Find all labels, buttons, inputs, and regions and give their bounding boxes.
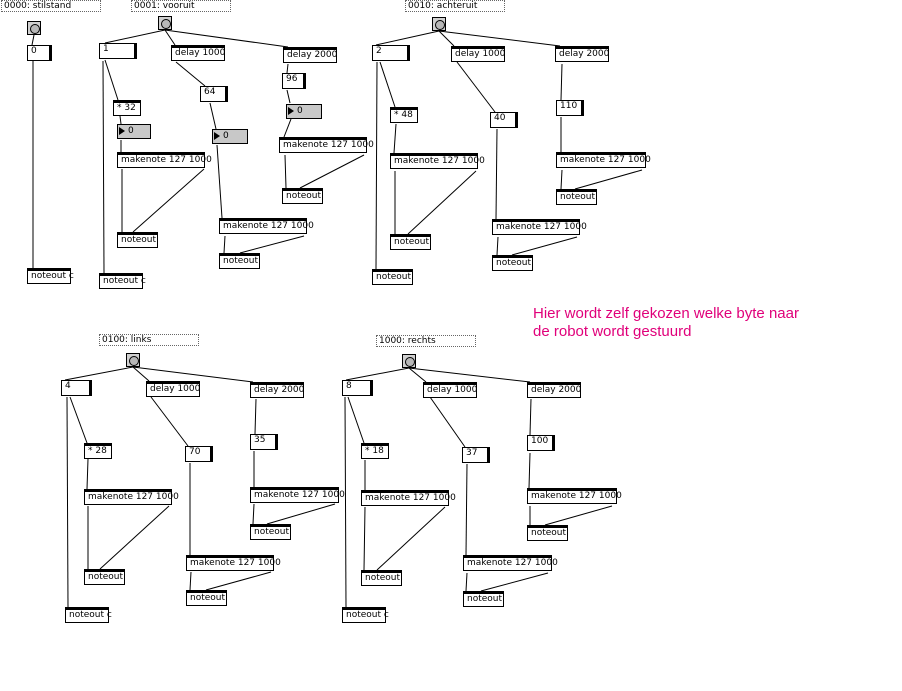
- message-box[interactable]: 37: [462, 447, 490, 463]
- number-box[interactable]: 0: [286, 104, 322, 119]
- bang-circle-icon: [435, 20, 445, 30]
- message-box[interactable]: 40: [490, 112, 518, 128]
- bang-button-achteruit[interactable]: [432, 17, 446, 31]
- message-box[interactable]: 2: [372, 45, 410, 61]
- delay-object[interactable]: delay 1000: [171, 45, 225, 61]
- bang-button-rechts[interactable]: [402, 354, 416, 368]
- message-box[interactable]: 8: [342, 380, 373, 396]
- noteout-object[interactable]: noteout: [492, 255, 533, 271]
- makenote-object[interactable]: makenote 127 1000: [390, 153, 485, 169]
- noteout-object[interactable]: noteout: [372, 269, 413, 285]
- noteout-object[interactable]: noteout c: [99, 273, 146, 289]
- makenote-object[interactable]: makenote 127 1000: [117, 152, 212, 168]
- note-line-1: Hier wordt zelf gekozen welke byte naar: [533, 305, 799, 322]
- delay-object[interactable]: delay 1000: [423, 382, 477, 398]
- comment-1000-rechts: 1000: rechts: [376, 335, 476, 347]
- delay-object[interactable]: delay 1000: [146, 381, 200, 397]
- message-box[interactable]: 35: [250, 434, 278, 450]
- makenote-object[interactable]: makenote 127 1000: [279, 137, 374, 153]
- delay-object[interactable]: delay 1000: [451, 46, 505, 62]
- bang-button-vooruit[interactable]: [158, 16, 172, 30]
- noteout-object[interactable]: noteout c: [27, 268, 74, 284]
- makenote-object[interactable]: makenote 127 1000: [556, 152, 651, 168]
- delay-object[interactable]: delay 2000: [555, 46, 609, 62]
- comment-0010-achteruit: 0010: achteruit: [405, 0, 505, 12]
- multiply-object[interactable]: * 48: [390, 107, 418, 123]
- noteout-object[interactable]: noteout: [361, 570, 402, 586]
- message-box[interactable]: 110: [556, 100, 584, 116]
- message-box[interactable]: 96: [282, 73, 306, 89]
- triangle-icon: [288, 107, 294, 115]
- noteout-object[interactable]: noteout: [186, 590, 227, 606]
- makenote-object[interactable]: makenote 127 1000: [84, 489, 179, 505]
- makenote-object[interactable]: makenote 127 1000: [527, 488, 622, 504]
- noteout-object[interactable]: noteout: [556, 189, 597, 205]
- message-box[interactable]: 1: [99, 43, 137, 59]
- delay-object[interactable]: delay 2000: [283, 47, 337, 63]
- message-box[interactable]: 100: [527, 435, 555, 451]
- delay-object[interactable]: delay 2000: [250, 382, 304, 398]
- triangle-icon: [119, 127, 125, 135]
- makenote-object[interactable]: makenote 127 1000: [219, 218, 314, 234]
- note-line-2: de robot wordt gestuurd: [533, 323, 692, 340]
- number-box[interactable]: 0: [117, 124, 151, 139]
- noteout-object[interactable]: noteout: [463, 591, 504, 607]
- bang-circle-icon: [30, 24, 40, 34]
- noteout-object[interactable]: noteout: [84, 569, 125, 585]
- noteout-object[interactable]: noteout: [250, 524, 291, 540]
- delay-object[interactable]: delay 2000: [527, 382, 581, 398]
- noteout-object[interactable]: noteout: [527, 525, 568, 541]
- noteout-object[interactable]: noteout c: [65, 607, 112, 623]
- noteout-object[interactable]: noteout: [219, 253, 260, 269]
- message-box[interactable]: 0: [27, 45, 52, 61]
- bang-button-links[interactable]: [126, 353, 140, 367]
- comment-0000-stilstand: 0000: stilstand: [1, 0, 101, 12]
- message-box[interactable]: 64: [200, 86, 228, 102]
- makenote-object[interactable]: makenote 127 1000: [250, 487, 345, 503]
- number-box[interactable]: 0: [212, 129, 248, 144]
- multiply-object[interactable]: * 28: [84, 443, 112, 459]
- bang-button-stilstand[interactable]: [27, 21, 41, 35]
- comment-0100-links: 0100: links: [99, 334, 199, 346]
- makenote-object[interactable]: makenote 127 1000: [186, 555, 281, 571]
- multiply-object[interactable]: * 18: [361, 443, 389, 459]
- triangle-icon: [214, 132, 220, 140]
- makenote-object[interactable]: makenote 127 1000: [463, 555, 558, 571]
- comment-0001-vooruit: 0001: vooruit: [131, 0, 231, 12]
- multiply-object[interactable]: * 32: [113, 100, 141, 116]
- noteout-object[interactable]: noteout: [117, 232, 158, 248]
- makenote-object[interactable]: makenote 127 1000: [492, 219, 587, 235]
- makenote-object[interactable]: makenote 127 1000: [361, 490, 456, 506]
- message-box[interactable]: 4: [61, 380, 92, 396]
- noteout-object[interactable]: noteout: [282, 188, 323, 204]
- noteout-object[interactable]: noteout: [390, 234, 431, 250]
- bang-circle-icon: [129, 356, 139, 366]
- bang-circle-icon: [405, 357, 415, 367]
- bang-circle-icon: [161, 19, 171, 29]
- noteout-object[interactable]: noteout c: [342, 607, 389, 623]
- message-box[interactable]: 70: [185, 446, 213, 462]
